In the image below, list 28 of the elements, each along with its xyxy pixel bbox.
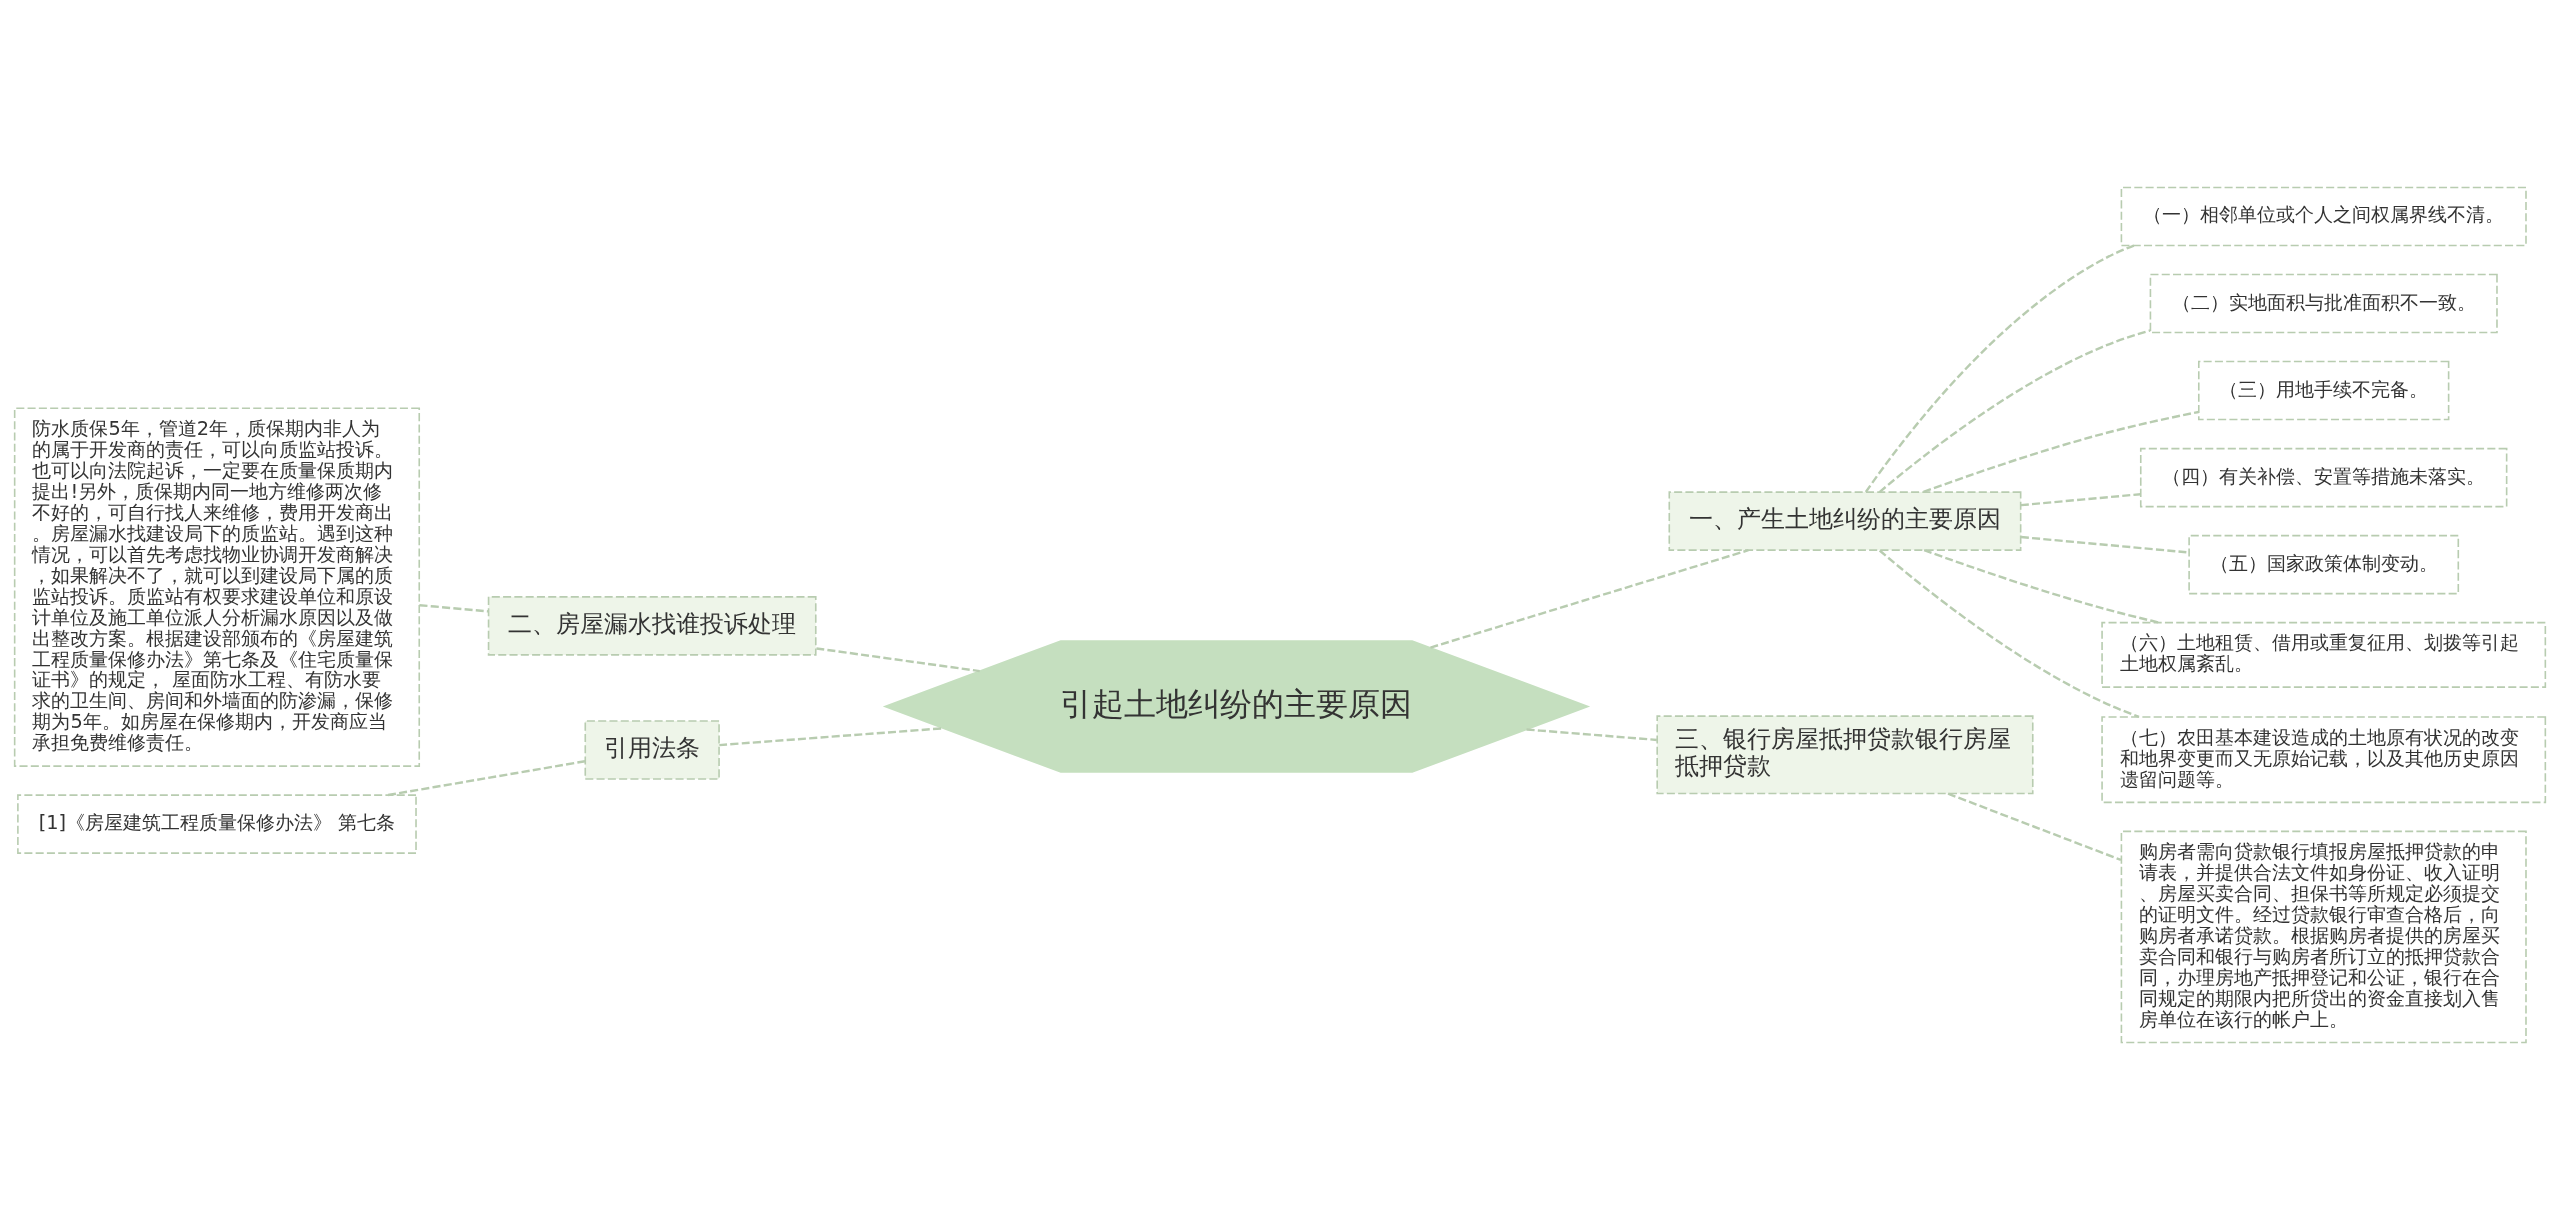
connector <box>1878 329 2151 493</box>
node-box: 一、产生土地纠纷的主要原因 <box>1668 491 2022 551</box>
connector <box>1526 728 1657 742</box>
connector <box>1430 549 1749 649</box>
connector <box>1923 549 2160 624</box>
node-box: （六）土地租赁、借用或重复征用、划拨等引起土地权属紊乱。 <box>2101 621 2547 688</box>
connector <box>719 727 944 747</box>
node-box: （四）有关补偿、安置等措施未落实。 <box>2139 447 2508 508</box>
node-box: （五）国家政策体制变动。 <box>2188 534 2460 595</box>
node-box: 二、房屋漏水找谁投诉处理 <box>487 596 817 656</box>
node-box: （七）农田基本建设造成的土地原有状况的改变和地界变更而又无原始记载，以及其他历史原因遗留问题等。 <box>2101 716 2547 804</box>
node-box: [1]《房屋建筑工程质量保修办法》 第七条 <box>17 794 417 854</box>
connector <box>1947 792 2122 862</box>
connector <box>2020 493 2141 507</box>
node-box: （二）实地面积与批准面积不一致。 <box>2149 273 2498 334</box>
node-box: （一）相邻单位或个人之间权属界线不清。 <box>2120 186 2527 247</box>
connector <box>2020 535 2189 554</box>
connector <box>1878 549 2140 718</box>
node-box: 防水质保5年，管道2年，质保期内非人为的属于开发商的责任，可以向质监站投诉。也可以向法院起诉，一定要在质量保质期内提出!另外，质保期内同一地方维修两次修不好的，可自行找人来维修，费用开发商出。房屋漏水找建设局下的质监站。遇到这种情况，可以首先考虑找物业协调开发商解决，如果解决不了，就可以到建设局下属的质监站投诉。质监站有权要求建设单位和原设计单位及施工单位派人分析漏水原因以及做出整改方案。根据建设部颁布的《房屋建筑工程质量保修办法》第七条及《住宅质量保证书》的规定， 屋面防水工程、有防水要求的卫生间、房间和外墙面的防渗漏，保修期为5年。如房屋在保修期内，开发商应当承担免费维修责任。 <box>13 407 421 767</box>
connector <box>419 603 489 613</box>
node-box: 三、银行房屋抵押贷款银行房屋抵押贷款 <box>1656 715 2034 795</box>
connector <box>1864 244 2135 493</box>
connector <box>1923 410 2199 494</box>
connector <box>816 647 980 673</box>
node-box: （三）用地手续不完备。 <box>2197 360 2450 421</box>
node-box: 购房者需向贷款银行填报房屋抵押贷款的申请表，并提供合法文件如身份证、收入证明、房屋买卖合同、担保书等所规定必须提交的证明文件。经过贷款银行审查合格后，向购房者承诺贷款。根据购房者提供的房屋买卖合同和银行与购房者所订立的抵押贷款合同，办理房地产抵押登记和公证，银行在合同规定的期限内把所贷出的资金直接划入售房单位在该行的帐户上。 <box>2120 830 2527 1044</box>
connector <box>387 760 586 797</box>
node-box: 引用法条 <box>584 720 720 780</box>
